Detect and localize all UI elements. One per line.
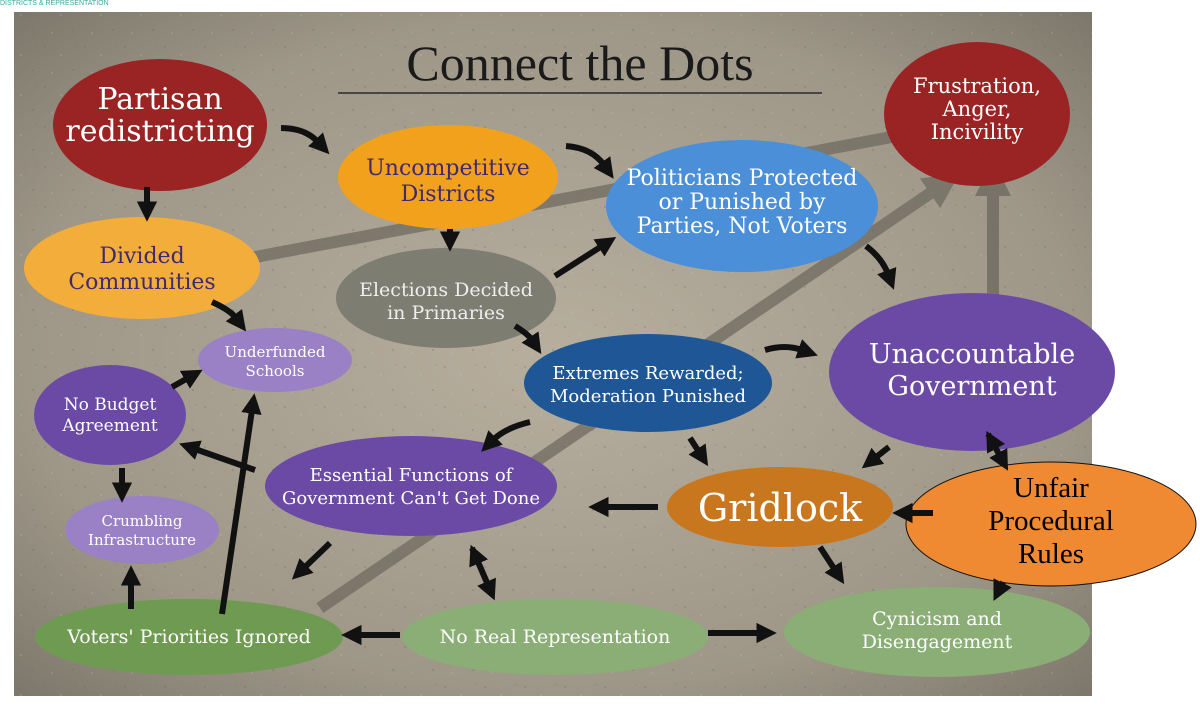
node-gridlock: Gridlock	[667, 467, 893, 547]
arrow-divided-to-underfunded	[210, 299, 247, 332]
svg-text:Government Can't Get Done: Government Can't Get Done	[282, 488, 540, 509]
node-underfunded-schools: Underfunded Schools	[198, 328, 352, 392]
arrow-essential-representation-bidirectional	[469, 544, 496, 601]
arrow-uncompetitive-to-politicians	[565, 143, 614, 179]
svg-text:Voters' Priorities Ignored: Voters' Priorities Ignored	[66, 626, 311, 648]
svg-text:Disengagement: Disengagement	[862, 631, 1013, 653]
svg-text:Anger,: Anger,	[942, 97, 1012, 121]
svg-text:Divided: Divided	[99, 244, 184, 269]
arrow-politicians-to-unaccountable	[864, 243, 897, 290]
svg-text:No Budget: No Budget	[64, 395, 157, 415]
arrow-gridlock-to-cynicism	[817, 545, 845, 585]
arrow-voters-to-underfunded	[219, 393, 262, 615]
svg-text:No Real Representation: No Real Representation	[440, 626, 671, 648]
svg-text:Elections Decided: Elections Decided	[359, 279, 533, 301]
svg-text:Schools: Schools	[246, 362, 305, 380]
svg-text:or Punished by: or Punished by	[659, 190, 827, 215]
arrow-essential-to-voters	[291, 540, 333, 580]
arrow-partisan-to-uncompetitive	[280, 125, 330, 155]
node-partisan-redistricting: Partisan redistricting	[53, 59, 267, 191]
svg-text:Moderation Punished: Moderation Punished	[550, 386, 746, 407]
arrow-elections-to-politicians	[553, 236, 617, 279]
node-unfair-procedural-rules: Unfair Procedural Rules	[905, 461, 1197, 587]
arrow-budget-to-underfunded	[170, 369, 203, 390]
node-extremes-rewarded: Extremes Rewarded; Moderation Punished	[524, 334, 772, 432]
node-no-real-representation: No Real Representation	[402, 599, 708, 675]
svg-text:Districts: Districts	[401, 182, 496, 207]
svg-text:Agreement: Agreement	[61, 416, 158, 436]
svg-text:Unfair: Unfair	[1013, 472, 1089, 504]
arrow-extremes-to-essential	[481, 419, 531, 452]
node-essential-functions: Essential Functions of Government Can't …	[265, 436, 557, 536]
arrow-elections-to-extremes	[513, 323, 542, 354]
node-no-budget-agreement: No Budget Agreement	[34, 365, 186, 465]
svg-text:Unaccountable: Unaccountable	[869, 339, 1075, 370]
node-cynicism-disengagement: Cynicism and Disengagement	[784, 587, 1090, 677]
node-uncompetitive-districts: Uncompetitive Districts	[338, 125, 558, 229]
arrow-procedural-to-cynicism	[993, 578, 1012, 602]
node-divided-communities: Divided Communities	[24, 217, 260, 319]
svg-text:Politicians Protected: Politicians Protected	[627, 166, 858, 191]
node-crumbling-infrastructure: Crumbling Infrastructure	[65, 496, 219, 564]
svg-text:Uncompetitive: Uncompetitive	[366, 156, 529, 181]
svg-text:Parties, Not Voters: Parties, Not Voters	[637, 214, 848, 239]
node-politicians-protected: Politicians Protected or Punished by Par…	[606, 140, 878, 272]
arrow-extremes-to-gridlock	[687, 436, 709, 467]
arrow-unaccountable-to-gridlock	[861, 444, 891, 469]
svg-text:redistricting: redistricting	[65, 114, 254, 149]
node-frustration-anger-incivility: Frustration, Anger, Incivility	[884, 42, 1070, 186]
svg-text:Government: Government	[887, 371, 1056, 402]
diagram-title: Connect the Dots	[406, 35, 753, 91]
node-elections-decided-in-primaries: Elections Decided in Primaries	[336, 248, 556, 348]
svg-text:Crumbling: Crumbling	[102, 512, 183, 530]
arrow-extremes-to-unaccountable	[764, 339, 818, 359]
svg-text:Underfunded: Underfunded	[225, 343, 326, 361]
node-voters-priorities-ignored: Voters' Priorities Ignored	[35, 599, 343, 675]
svg-text:Rules: Rules	[1018, 538, 1084, 570]
corner-watermark: DISTRICTS & REPRESENTATION	[0, 0, 109, 7]
svg-text:Incivility: Incivility	[931, 120, 1024, 144]
arrow-unaccountable-procedural-bidirectional	[985, 430, 1009, 471]
svg-text:Partisan: Partisan	[97, 82, 222, 117]
svg-text:Essential Functions of: Essential Functions of	[310, 465, 514, 486]
svg-text:Extremes Rewarded;: Extremes Rewarded;	[552, 363, 743, 384]
svg-text:in Primaries: in Primaries	[387, 302, 505, 324]
svg-text:Procedural: Procedural	[988, 505, 1114, 537]
svg-text:Frustration,: Frustration,	[913, 74, 1041, 98]
svg-text:Infrastructure: Infrastructure	[88, 531, 196, 549]
svg-text:Gridlock: Gridlock	[698, 486, 863, 530]
svg-text:Communities: Communities	[68, 270, 215, 295]
svg-text:Cynicism and: Cynicism and	[872, 608, 1002, 630]
node-unaccountable-government: Unaccountable Government	[829, 293, 1115, 451]
